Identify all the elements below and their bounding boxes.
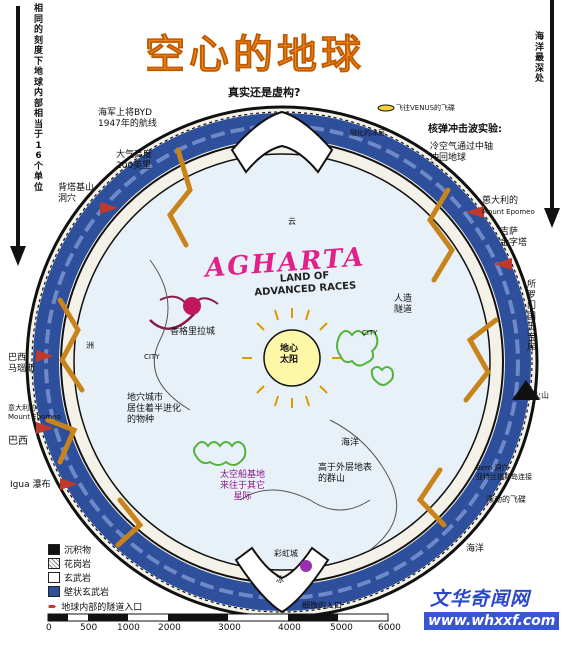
artificial-tunnel-label: 人造隧道 <box>394 294 413 315</box>
rainbow-city-icon <box>300 560 312 572</box>
floating-saucer-label: 漂动的飞碟 <box>486 495 526 504</box>
rainbow-city-label: 彩虹城 <box>274 549 298 558</box>
legend-sediment: 沉积物 <box>48 543 91 556</box>
watermark-name: 文华奇闻网 <box>430 588 531 610</box>
saucer-icon <box>377 104 395 112</box>
right-column-text: 海洋最深处 <box>534 32 544 84</box>
legend-wall-basalt: 壁状玄武岩 <box>48 585 109 598</box>
small-entrance-label: 细微的入口 <box>302 601 342 610</box>
bero-cave-label: Bero 洞穴-亚特兰提斯岛连接 <box>476 464 532 481</box>
scale-tick: 0 <box>46 623 52 633</box>
scale-tick: 2000 <box>158 623 181 633</box>
solomon-treasury-label: 所罗门国王宝库 <box>526 280 536 353</box>
tunnels <box>45 147 499 548</box>
brazil-label: 巴西 <box>8 436 28 447</box>
red-arrow-icon: ➨ <box>48 600 58 613</box>
mountains-label: 高于外层地表的群山 <box>318 463 373 484</box>
shock-wave-desc: 冷空气通过中轴冲回地球 <box>430 142 494 163</box>
outer-sea-label: 海洋 <box>466 544 485 554</box>
shock-wave-title: 核弹冲击波实验: <box>428 124 502 135</box>
scale-tick: 5000 <box>330 623 353 633</box>
scale-tick: 4000 <box>278 623 301 633</box>
inner-rivers <box>149 259 398 551</box>
city-label-left: CITY <box>144 353 160 361</box>
vegetation <box>193 330 394 466</box>
watermark-url: www.whxxf.com <box>424 612 560 630</box>
page-subtitle: 真实还是虚构? <box>228 86 301 99</box>
shangri-la-icon <box>149 295 219 330</box>
scale-tick: 1000 <box>117 623 140 633</box>
volcano-icon <box>512 380 540 400</box>
down-arrow-icon <box>10 6 26 266</box>
entrance-arrows <box>36 202 512 490</box>
iguazu-falls-label: Igua 瀑布 <box>10 480 51 490</box>
ice-label: 冰 <box>276 575 284 584</box>
island-label: 洲 <box>86 341 94 350</box>
legend-tunnel-entrance: ➨地球内部的隧道入口 <box>48 600 143 613</box>
scale-tick: 3000 <box>218 623 241 633</box>
cave-city-label: 地穴城市居住着半进化的物种 <box>127 393 182 425</box>
down-arrow-right-icon <box>544 0 560 228</box>
tibet-cave-label: 背塔基山洞穴 <box>58 183 95 204</box>
north-pole-opening <box>230 110 334 174</box>
scale-tick: 500 <box>80 623 98 633</box>
scale-tick: 6000 <box>378 623 401 633</box>
spaceship-base-label: 太空船基地来往于其它星际 <box>220 470 266 502</box>
brazil-manaus-label: 巴西马瑙斯 <box>8 353 36 374</box>
scale-bar <box>47 613 389 622</box>
melting-ice-label: 融化的冰层 <box>350 129 385 137</box>
city-label-right: CITY <box>362 329 378 337</box>
giza-pyramid-label: 吉萨金字塔 <box>500 227 528 248</box>
central-sun-label: 地心 太阳 <box>280 344 299 365</box>
left-column-text: 相同的刻度下地球内部相当于16个单位 <box>33 4 43 193</box>
legend-granite: 花岗岩 <box>48 557 91 570</box>
central-sun-icon <box>242 308 342 408</box>
legend-basalt: 玄武岩 <box>48 571 91 584</box>
page-title: 空心的地球 <box>145 31 365 79</box>
volcano-label: 火山 <box>533 391 549 400</box>
inner-sea-label: 海洋 <box>341 438 360 448</box>
shangri-la-label: 香格里拉城 <box>170 327 216 337</box>
cloud-label: 云 <box>288 217 296 226</box>
venus-saucer-label: 飞往VENUS的飞碟 <box>396 104 456 112</box>
